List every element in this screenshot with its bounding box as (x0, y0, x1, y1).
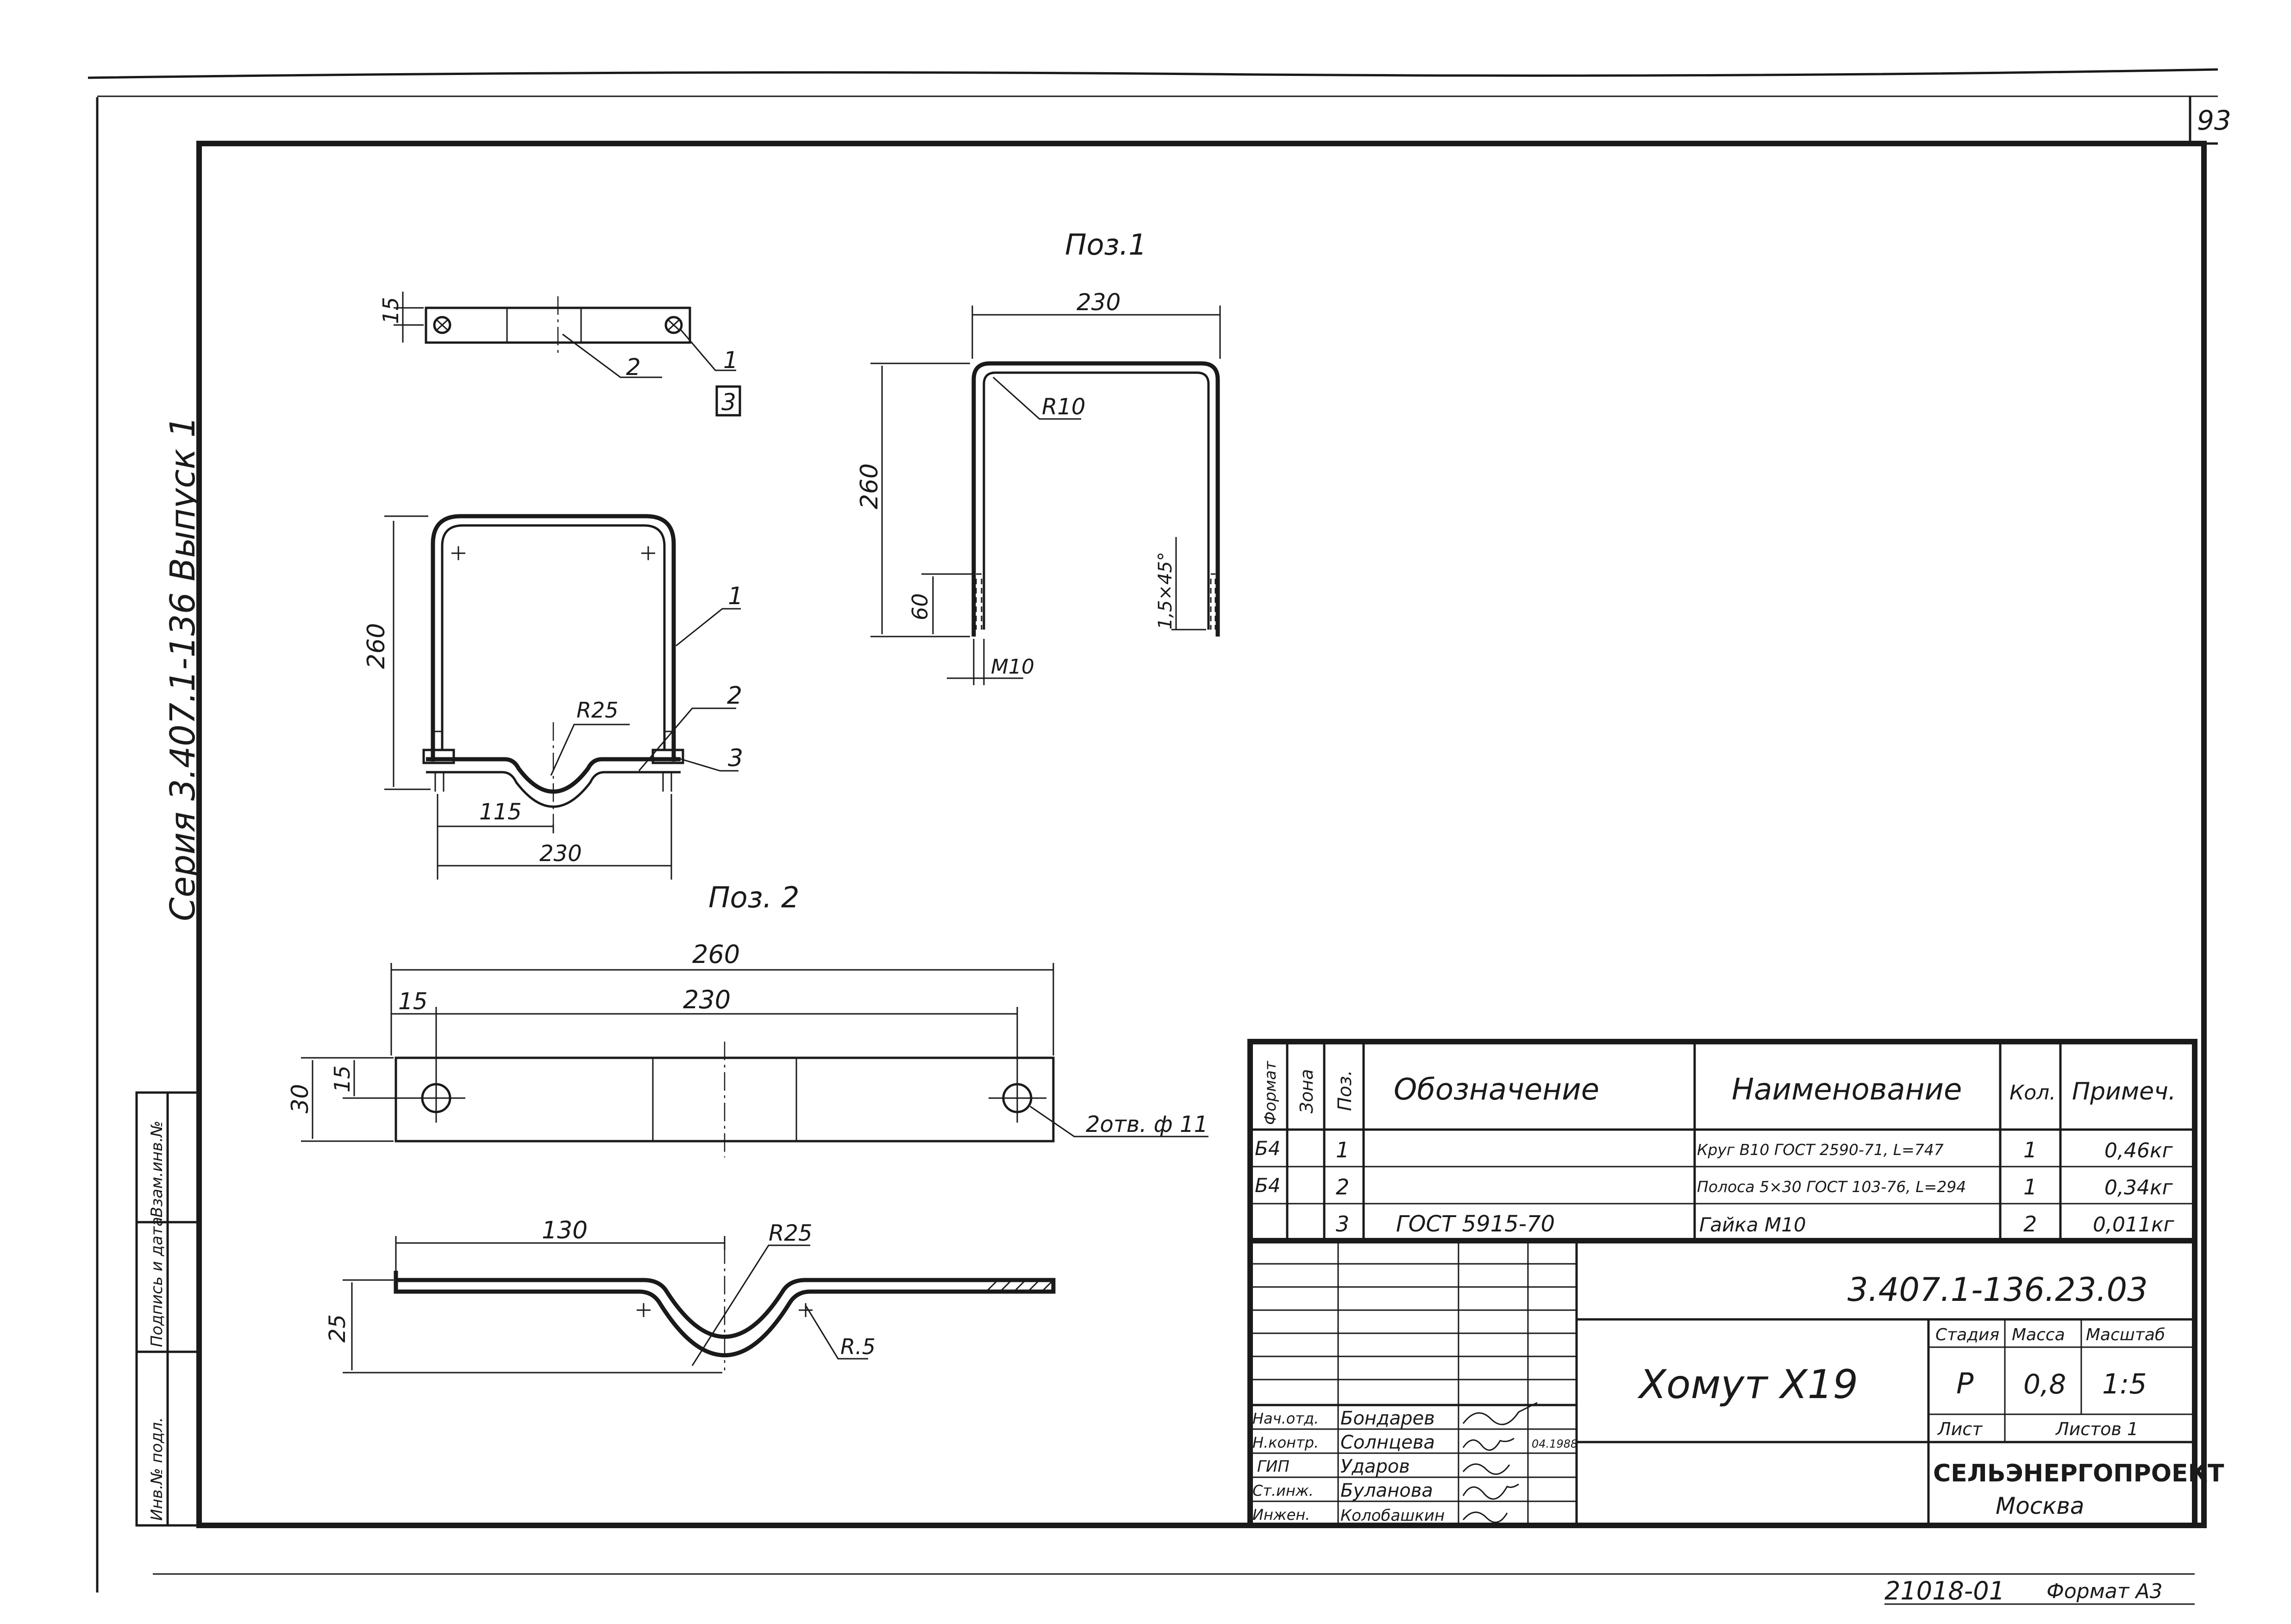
spec-header-oboznachenie: Обозначение (1394, 1073, 1599, 1107)
list-label: Лист (1937, 1419, 1983, 1439)
poz2-dim-260: 260 (692, 940, 740, 969)
poz2-dim-25: 25 (325, 1314, 351, 1343)
top-dim-15: 15 (378, 297, 403, 324)
product-name: Хомут Х19 (1637, 1362, 1858, 1408)
assy-dim-115: 115 (479, 799, 522, 825)
stadia-value: Р (1956, 1367, 1974, 1400)
top-leader-3: 3 (721, 389, 736, 416)
role-4: Ст.инж. (1252, 1482, 1314, 1499)
assy-leader-2: 2 (727, 682, 742, 710)
top-leader-1: 1 (723, 347, 738, 374)
poz1-chamfer: 1,5×45° (1155, 552, 1176, 630)
top-leader-2: 2 (626, 354, 641, 381)
spec-row-2-kol: 1 (2023, 1174, 2037, 1199)
spec-row: Б4 1 Круг В10 ГОСТ 2590-71, L=747 1 0,46… (1255, 1137, 2173, 1162)
role-4-name: Буланова (1340, 1480, 1433, 1501)
spec-row-2-primech: 0,34кг (2104, 1176, 2173, 1199)
left-strip (135, 1091, 200, 1527)
strip-vzam-inv: Взам.инв.№ (148, 1121, 166, 1218)
spec-row-3-oboznachenie: ГОСТ 5915-70 (1396, 1211, 1555, 1237)
spec-row-2-format: Б4 (1255, 1174, 1281, 1197)
assy-dim-260: 260 (363, 623, 390, 669)
spec-row-3-primech: 0,011кг (2093, 1213, 2175, 1237)
masshtab-value: 1:5 (2102, 1368, 2147, 1400)
poz2-dim-15: 15 (398, 988, 428, 1015)
spec-row-1-format: Б4 (1255, 1137, 1281, 1160)
doc-number: 3.407.1-136.23.03 (1847, 1271, 2148, 1309)
poz2-holes: 2отв. ф 11 (1086, 1112, 1208, 1137)
poz1-m10: M10 (991, 655, 1034, 679)
poz2-r25: R25 (769, 1220, 812, 1246)
poz2-dim-15v: 15 (330, 1065, 355, 1093)
poz1-dim-60: 60 (908, 593, 933, 620)
signature-rows: Нач.отд. Бондарев Н.контр. Солнцева ГИП … (1252, 1408, 1577, 1525)
spec-header-kol: Кол. (2009, 1081, 2056, 1105)
poz1-view (870, 306, 1221, 685)
assembly-view (384, 514, 741, 880)
assy-r25: R25 (576, 698, 619, 723)
spec-header-naimenovanie: Наименование (1732, 1073, 1962, 1107)
poz2-profile-view (343, 1236, 1056, 1374)
spec-header-format: Формат (1261, 1061, 1280, 1125)
format-label: Формат А3 (2047, 1580, 2163, 1603)
massa-label: Масса (2012, 1325, 2065, 1344)
spec-row-3-naimenovanie: Гайка М10 (1699, 1213, 1806, 1236)
role-1-name: Бондарев (1340, 1408, 1435, 1429)
spec-row: 3 ГОСТ 5915-70 Гайка М10 2 0,011кг (1336, 1211, 2175, 1237)
spec-row-2-naimenovanie: Полоса 5×30 ГОСТ 103-76, L=294 (1697, 1178, 1966, 1196)
poz2-plan-view (301, 963, 1208, 1157)
poz2-title: Поз. 2 (708, 881, 799, 914)
spec-row-3-kol: 2 (2023, 1212, 2037, 1237)
stadia-label: Стадия (1935, 1325, 1999, 1344)
role-2: Н.контр. (1252, 1434, 1319, 1451)
strip-podpis-data: Подпись и дата (148, 1217, 166, 1347)
top-view (394, 292, 736, 378)
spec-header-poz: Поз. (1334, 1070, 1356, 1111)
signature-marks (1462, 1402, 1538, 1523)
role-2-name: Солнцева (1340, 1432, 1435, 1453)
page-number: 93 (2197, 105, 2231, 136)
poz2-dim-130: 130 (542, 1217, 588, 1244)
poz2-r5: R.5 (840, 1334, 876, 1359)
role-3-name: Ударов (1340, 1456, 1410, 1477)
sheet-frame (88, 68, 2218, 1593)
date-note: 04.1988 (1532, 1437, 1577, 1450)
spec-row-2-poz: 2 (1336, 1174, 1349, 1199)
spec-row-3-poz: 3 (1336, 1212, 1349, 1237)
assy-dim-230: 230 (539, 841, 582, 867)
spec-row: Б4 2 Полоса 5×30 ГОСТ 103-76, L=294 1 0,… (1255, 1174, 2173, 1199)
org-name: СЕЛЬЭНЕРГОПРОЕКТ (1933, 1460, 2224, 1487)
bottom-doc-number: 21018-01 (1884, 1576, 2005, 1605)
masshtab-label: Масштаб (2086, 1325, 2165, 1344)
poz1-dim-230: 230 (1077, 289, 1120, 316)
spec-row-1-primech: 0,46кг (2104, 1139, 2173, 1162)
poz2-dim-30: 30 (287, 1084, 313, 1113)
poz1-r10: R10 (1042, 394, 1085, 420)
role-1: Нач.отд. (1252, 1410, 1319, 1427)
series-side-label: Серия 3.407.1-136 Выпуск 1 (163, 416, 203, 921)
spec-header-zona: Зона (1296, 1069, 1317, 1113)
role-5-name: Колобашкин (1340, 1506, 1445, 1525)
spec-row-1-naimenovanie: Круг В10 ГОСТ 2590-71, L=747 (1697, 1141, 1944, 1159)
top-leader-3-box (715, 385, 741, 417)
spec-header-primech: Примеч. (2072, 1078, 2176, 1106)
poz1-dim-260: 260 (856, 463, 883, 509)
role-5: Инжен. (1252, 1506, 1310, 1524)
poz2-dim-230: 230 (683, 985, 731, 1014)
role-3: ГИП (1257, 1457, 1289, 1476)
spec-row-1-kol: 1 (2023, 1137, 2037, 1162)
assy-leader-3: 3 (728, 744, 743, 772)
massa-value: 0,8 (2023, 1368, 2066, 1400)
assy-leader-1: 1 (728, 582, 743, 610)
poz1-title: Поз.1 (1065, 228, 1147, 262)
org-city: Москва (1996, 1493, 2084, 1519)
strip-inv-podl: Инв.№ подл. (148, 1417, 166, 1521)
listov-label: Листов 1 (2055, 1419, 2138, 1439)
title-block (1247, 1238, 2197, 1528)
spec-row-1-poz: 1 (1336, 1137, 1349, 1162)
